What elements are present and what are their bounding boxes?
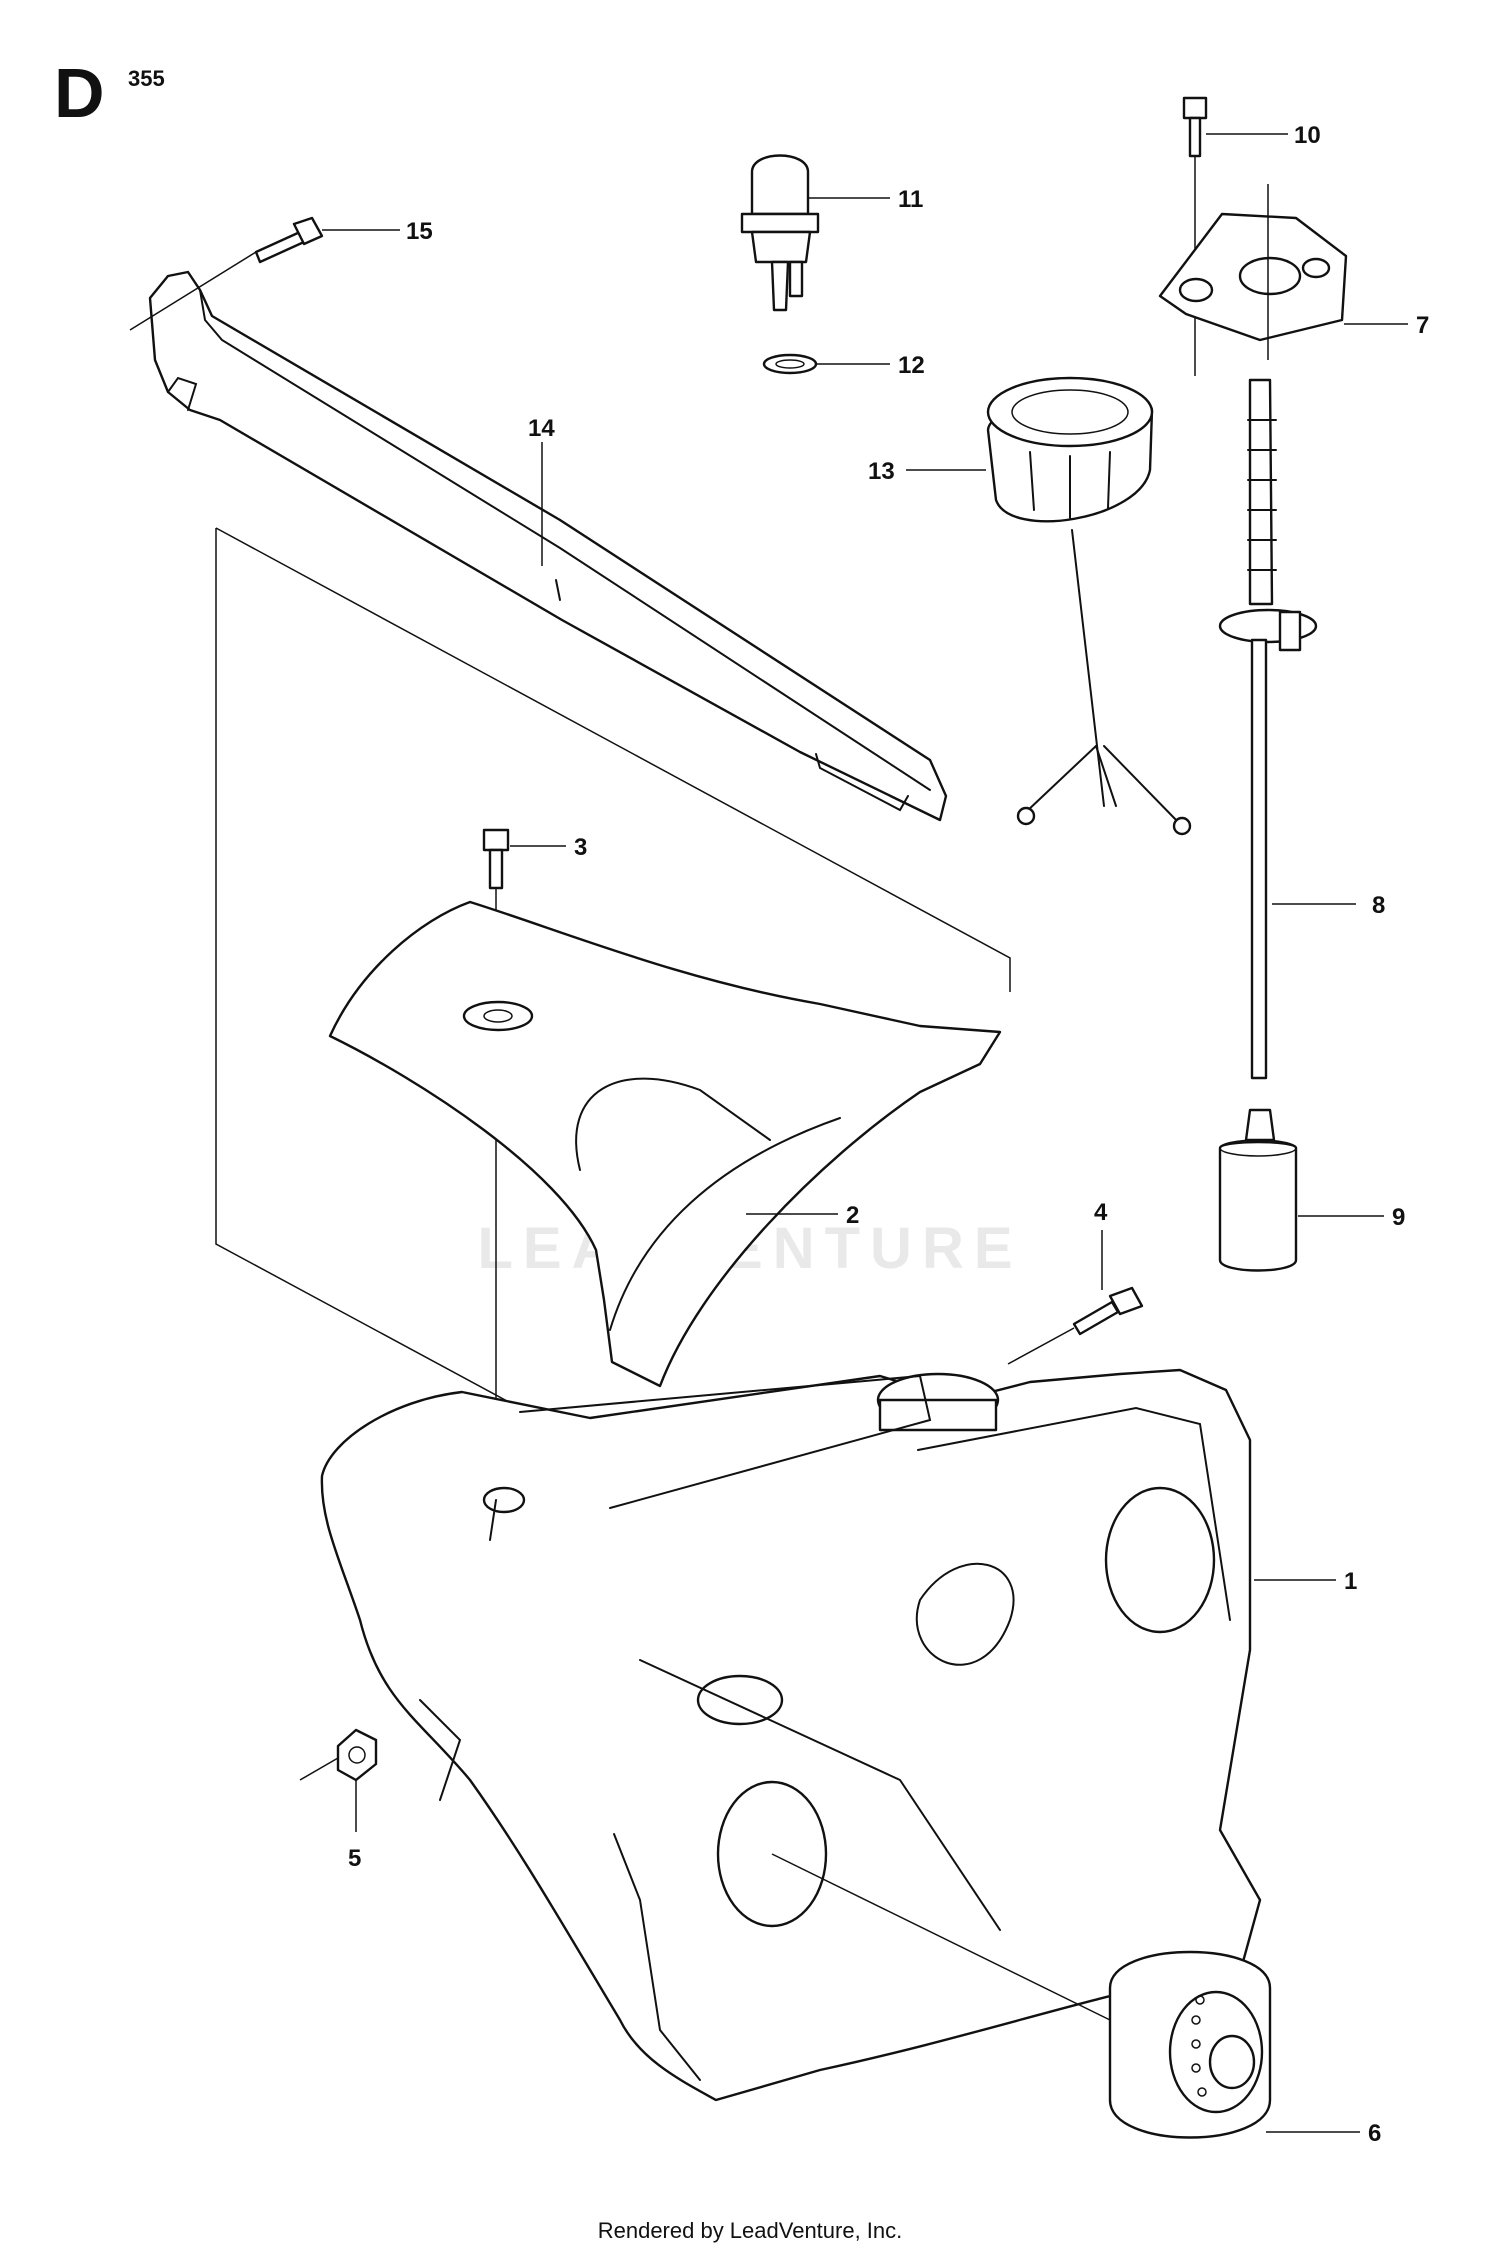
svg-text:10: 10 xyxy=(1294,122,1321,149)
part-15-screw[interactable] xyxy=(129,216,324,331)
svg-text:11: 11 xyxy=(898,186,923,213)
svg-text:5: 5 xyxy=(348,1845,361,1872)
section-letter: D xyxy=(54,54,105,132)
callout-1[interactable]: 1 xyxy=(1254,1568,1357,1595)
model-number: 355 xyxy=(128,66,165,91)
svg-text:8: 8 xyxy=(1372,892,1385,919)
part-6-insert[interactable] xyxy=(771,1853,1272,2139)
svg-text:15: 15 xyxy=(406,218,433,245)
svg-text:12: 12 xyxy=(898,352,925,379)
svg-text:9: 9 xyxy=(1392,1204,1405,1231)
callout-8[interactable]: 8 xyxy=(1272,892,1385,919)
svg-text:3: 3 xyxy=(574,834,587,861)
svg-text:2: 2 xyxy=(846,1202,859,1229)
svg-text:14: 14 xyxy=(528,415,555,442)
part-7-bracket[interactable] xyxy=(1158,184,1348,360)
callout-5[interactable]: 5 xyxy=(348,1780,361,1872)
part-2-cover[interactable] xyxy=(328,900,1002,1388)
svg-text:1: 1 xyxy=(1344,1568,1357,1595)
svg-text:13: 13 xyxy=(868,458,895,485)
part-14-handle[interactable] xyxy=(148,270,948,822)
callout-4[interactable]: 4 xyxy=(1094,1199,1108,1290)
callout-7[interactable]: 7 xyxy=(1344,312,1429,339)
callout-14[interactable]: 14 xyxy=(528,415,555,566)
svg-text:7: 7 xyxy=(1416,312,1429,339)
callout-11[interactable]: 11 xyxy=(808,186,923,213)
part-12-clip[interactable] xyxy=(762,353,818,375)
svg-text:4: 4 xyxy=(1094,1199,1108,1226)
callout-2[interactable]: 2 xyxy=(746,1202,859,1229)
footer-credit: Rendered by LeadVenture, Inc. xyxy=(597,2218,903,2243)
svg-text:6: 6 xyxy=(1368,2120,1381,2147)
callout-13[interactable]: 13 xyxy=(868,458,986,485)
part-8-fuel-hose[interactable] xyxy=(1218,378,1318,1080)
callout-3[interactable]: 3 xyxy=(510,834,587,861)
part-1-housing[interactable] xyxy=(320,1368,1262,2102)
part-4-bolt[interactable] xyxy=(1007,1286,1144,1365)
callout-6[interactable]: 6 xyxy=(1266,2120,1381,2147)
callouts: 15 11 12 10 7 13 14 8 xyxy=(322,122,1429,2147)
part-10-screw[interactable] xyxy=(1182,96,1208,376)
callout-10[interactable]: 10 xyxy=(1206,122,1321,149)
part-11-primer-bulb[interactable] xyxy=(740,154,820,312)
part-5-nut[interactable] xyxy=(299,1728,378,1782)
part-9-fuel-filter[interactable] xyxy=(1218,1108,1298,1272)
callout-15[interactable]: 15 xyxy=(322,218,433,245)
part-13-fuel-cap[interactable] xyxy=(986,376,1192,836)
callout-12[interactable]: 12 xyxy=(816,352,925,379)
callout-9[interactable]: 9 xyxy=(1298,1204,1405,1231)
